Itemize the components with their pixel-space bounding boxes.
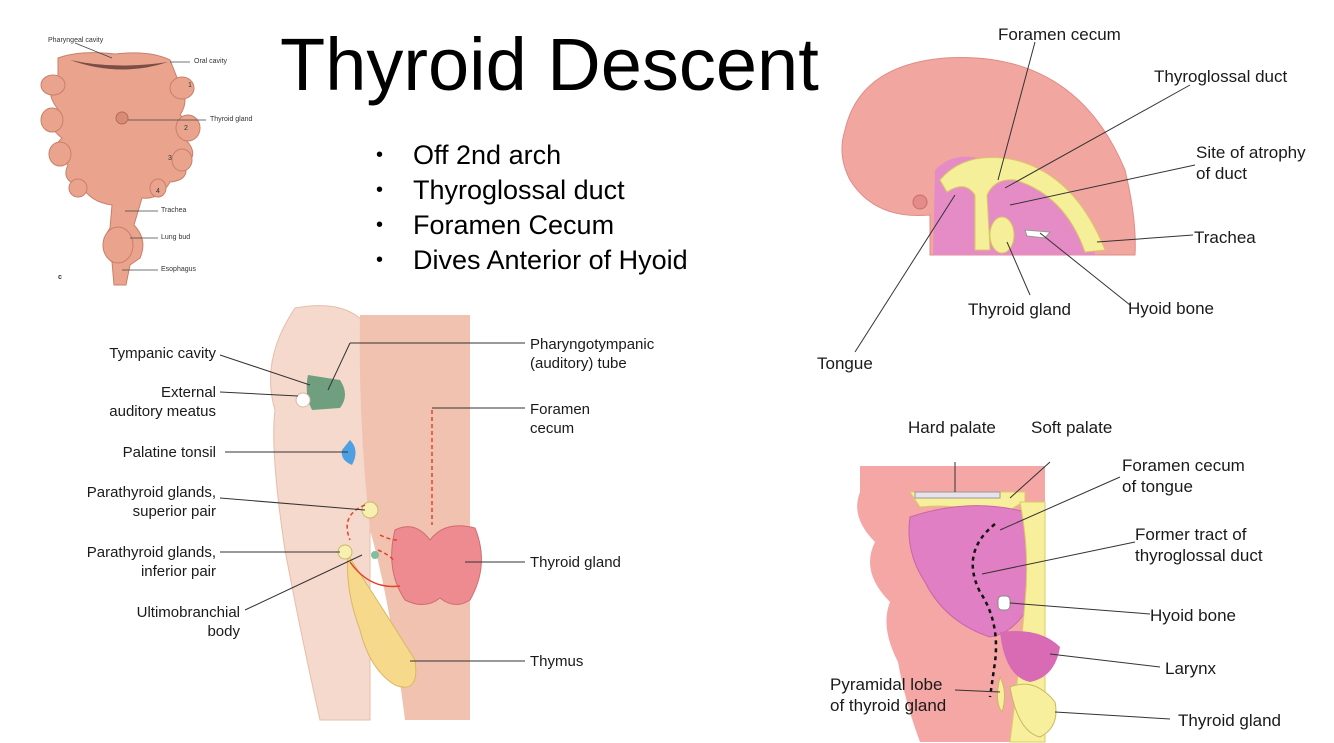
ultimobranchial-shape <box>371 551 379 559</box>
label-external-auditory-meatus: External auditory meatus <box>109 384 216 420</box>
pouches-body <box>270 305 371 721</box>
thyroid-shape <box>391 525 482 605</box>
panel-letter: c <box>58 274 62 281</box>
arch-number: 1 <box>188 82 192 89</box>
label-site-of-atrophy: Site of atrophy of duct <box>1196 143 1306 183</box>
bullet-item: • Foramen Cecum <box>376 208 688 243</box>
embryo-sagittal-illustration <box>841 41 1196 353</box>
label-foramen-cecum: Foramen cecum <box>998 25 1121 44</box>
larynx-shape <box>1000 631 1060 682</box>
bullet-item: • Thyroglossal duct <box>376 173 688 208</box>
label-tongue: Tongue <box>817 354 873 373</box>
arch-number: 3 <box>168 155 172 162</box>
label-lung-bud: Lung bud <box>161 234 191 241</box>
parathyroid-inferior-shape <box>337 544 353 560</box>
thyroid-gland-shape <box>989 216 1015 254</box>
bullet-text: Off 2nd arch <box>413 140 562 170</box>
label-thymus: Thymus <box>530 653 584 670</box>
pyramidal-lobe-shape <box>996 675 1006 714</box>
eye-shape <box>912 194 928 210</box>
label-thyroid-gland-adult: Thyroid gland <box>1178 711 1282 730</box>
duct-path <box>939 157 1106 253</box>
label-thyroid-gland-small: Thyroid gland <box>210 116 253 123</box>
adult-sagittal-illustration <box>857 461 1171 743</box>
label-hard-palate: Hard palate <box>908 418 996 437</box>
external-meatus-shape <box>295 392 311 408</box>
label-tympanic-cavity: Tympanic cavity <box>109 345 216 362</box>
bullet-text: Foramen Cecum <box>413 210 615 240</box>
label-oral-cavity: Oral cavity <box>194 58 228 65</box>
label-esophagus: Esophagus <box>161 266 197 273</box>
bullet-dot: • <box>376 214 384 236</box>
label-larynx: Larynx <box>1165 659 1217 678</box>
pouches-leader-lines <box>219 342 525 662</box>
migration-arrow-solid <box>349 561 401 588</box>
label-foramen-cecum-pouches: Foramen cecum <box>530 401 591 437</box>
bullet-dot: • <box>376 179 384 201</box>
label-pharyngeal-cavity: Pharyngeal cavity <box>48 37 104 44</box>
bullet-list: • Off 2nd arch • Thyroglossal duct • Forame… <box>376 138 688 278</box>
bullet-text: Thyroglossal duct <box>413 175 625 205</box>
arches-body <box>40 52 201 286</box>
thyroid-gland-adult-shape <box>1009 683 1057 738</box>
label-parathyroid-inferior: Parathyroid glands, inferior pair <box>86 544 216 580</box>
pharynx-tube <box>359 315 470 720</box>
pharyngeal-arches-illustration <box>40 42 206 286</box>
label-ultimobranchial-body: Ultimobranchial body <box>136 604 240 640</box>
thyroid-bud <box>115 111 129 125</box>
label-palatine-tonsil: Palatine tonsil <box>122 444 216 461</box>
hard-palate-shape <box>914 491 1001 499</box>
migration-arrows <box>346 410 433 563</box>
throat-yellow <box>1009 501 1046 743</box>
arch-number: 4 <box>156 188 160 195</box>
label-thyroid-gland-pouches: Thyroid gland <box>530 554 621 571</box>
pharyngeal-cavity-opening <box>70 60 168 70</box>
bullet-dot: • <box>376 249 384 271</box>
label-parathyroid-superior: Parathyroid glands, superior pair <box>86 484 216 520</box>
label-hyoid-bone-embryo: Hyoid bone <box>1128 299 1215 318</box>
label-former-tract: Former tract of thyroglossal duct <box>1135 525 1263 565</box>
label-trachea: Trachea <box>1194 228 1256 247</box>
hyoid-adult-shape <box>997 595 1011 611</box>
sagittal-leader-lines <box>854 41 1196 353</box>
label-thyroid-gland-embryo: Thyroid gland <box>968 300 1072 319</box>
label-thyroglossal-duct: Thyroglossal duct <box>1154 67 1288 86</box>
label-trachea-small: Trachea <box>161 207 187 214</box>
label-foramen-cecum-of-tongue: Foramen cecum of tongue <box>1122 456 1245 496</box>
label-pyramidal-lobe: Pyramidal lobe of thyroid gland <box>830 675 947 715</box>
thymus-shape <box>347 553 417 688</box>
palatine-tonsil-shape <box>341 440 356 465</box>
tympanic-cavity-shape <box>306 375 345 410</box>
bullet-item: • Dives Anterior of Hyoid <box>376 243 688 278</box>
pharyngeal-pouches-illustration <box>219 305 525 721</box>
bullet-text: Dives Anterior of Hyoid <box>413 245 688 275</box>
bullet-dot: • <box>376 144 384 166</box>
former-tract-dashed <box>971 523 998 698</box>
label-soft-palate: Soft palate <box>1031 418 1113 437</box>
label-pharyngotympanic-tube: Pharyngotympanic (auditory) tube <box>530 336 655 372</box>
arch-number: 2 <box>184 125 188 132</box>
slide-title: Thyroid Descent <box>280 23 819 106</box>
bullet-item: • Off 2nd arch <box>376 138 688 173</box>
label-hyoid-bone-adult: Hyoid bone <box>1150 606 1237 625</box>
adult-leader-lines <box>954 461 1171 720</box>
arches-leader-lines <box>74 42 206 271</box>
